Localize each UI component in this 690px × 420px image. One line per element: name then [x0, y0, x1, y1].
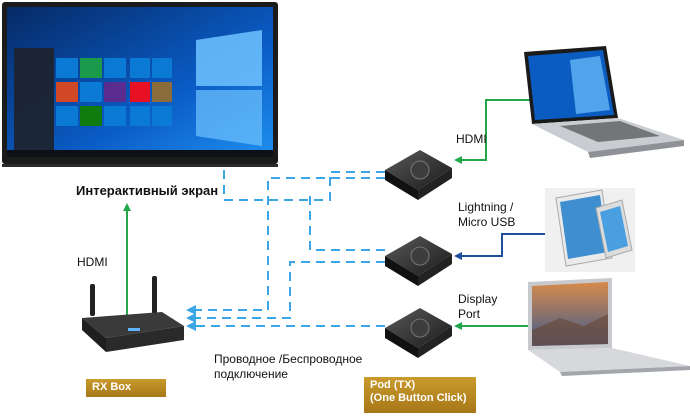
connection-line2: подключение [214, 367, 288, 381]
router-icon [82, 276, 184, 352]
lightning-line2: Micro USB [458, 215, 516, 229]
connection-line1: Проводное /Беспроводное [214, 352, 363, 366]
pod-transmitter-icon [385, 236, 452, 286]
pod-transmitter-icon [385, 150, 452, 200]
lightning-line1: Lightning / [458, 200, 514, 214]
rx-box-badge: RX Box [86, 379, 166, 397]
pod-transmitter-icon [385, 308, 452, 358]
dash-screen-2 [309, 196, 385, 251]
displayport-line2: Port [458, 307, 481, 321]
lightning-arrow [454, 233, 545, 260]
laptop-icon [524, 46, 684, 158]
hdmi-tx-label: HDMI [456, 132, 487, 146]
pod-badge-line2: (One Button Click) [370, 392, 467, 404]
hdmi-tx-arrow [454, 99, 530, 164]
tablet-phone-icon [545, 188, 635, 272]
hdmi-rx-label: HDMI [77, 255, 108, 269]
pod-badge: Pod (TX) (One Button Click) [364, 377, 476, 413]
dash-link-pod2 [186, 261, 385, 323]
macbook-icon [528, 278, 690, 376]
dash-link-pod1 [186, 177, 385, 315]
interactive-display-icon [2, 2, 278, 167]
displayport-label: Display Port [458, 292, 497, 322]
pod-badge-line1: Pod (TX) [370, 379, 416, 391]
screen-links [223, 170, 385, 251]
lightning-label: Lightning / Micro USB [458, 200, 515, 230]
connection-label: Проводное /Беспроводное подключение [214, 352, 362, 382]
wireless-links [186, 177, 385, 331]
dash-screen-1 [223, 170, 385, 201]
screen-label: Интерактивный экран [76, 183, 219, 198]
displayport-line1: Display [458, 292, 498, 306]
